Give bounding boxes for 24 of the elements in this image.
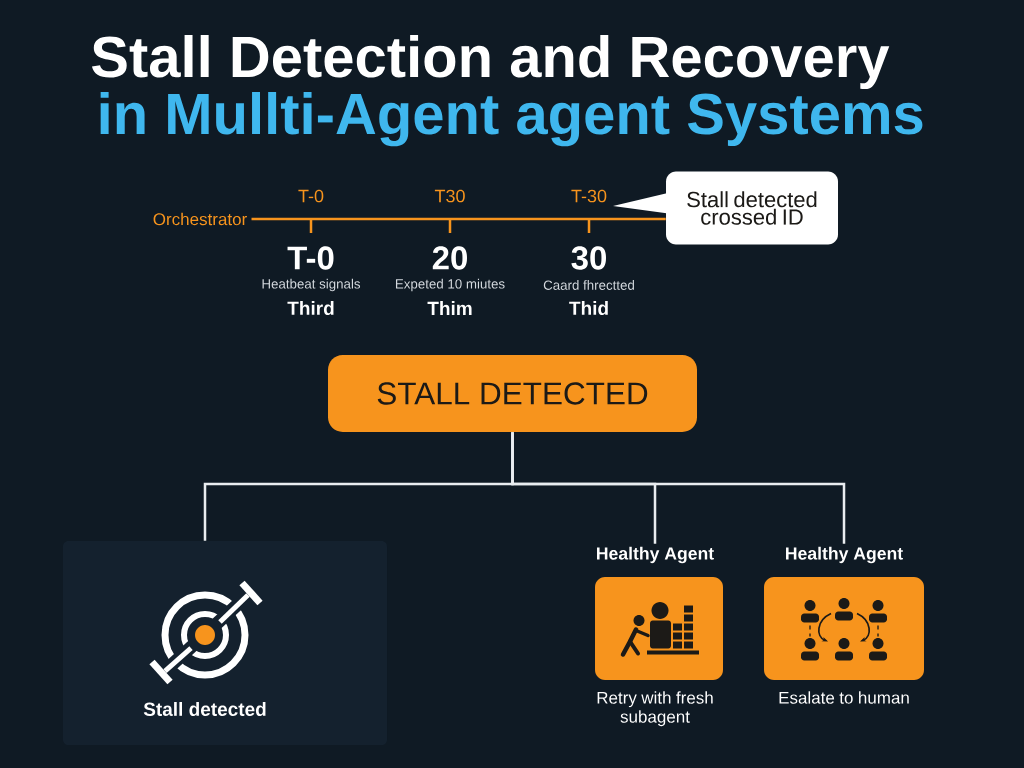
- event-status: Thim: [427, 301, 472, 315]
- status-panel: Stall detected: [63, 541, 387, 745]
- callout-bubble: Stall detected crossed ID: [613, 171, 838, 245]
- time-label: T30: [434, 189, 465, 203]
- event-description: Heatbeat signals: [262, 278, 361, 292]
- event-description: Caard fhrectted: [543, 280, 634, 290]
- time-label: T-0: [298, 189, 324, 203]
- time-value: 20: [432, 246, 467, 270]
- event-description: Expeted 10 miutes: [396, 278, 505, 292]
- time-value: T-0: [287, 246, 334, 270]
- card-heading: Healthy Agent: [786, 546, 903, 564]
- connector-line: [511, 432, 846, 544]
- timeline: [251, 217, 666, 221]
- time-label: T-30: [571, 189, 607, 203]
- title: Stall Detection and Recovery: [91, 34, 890, 90]
- card-caption: Esalate to human: [779, 691, 909, 704]
- event-status: Thid: [569, 301, 608, 315]
- time-value: 30: [571, 246, 606, 270]
- status-box: STALL DETECTED: [328, 355, 697, 432]
- timeline-label: Orchestrator: [153, 212, 247, 226]
- card-caption: Retry with fresh subagent: [597, 691, 713, 727]
- card-heading: Healthy Agent: [597, 546, 714, 564]
- subtitle: in Mullti-Agent agent Systems: [100, 91, 923, 147]
- event-status: Third: [287, 301, 334, 315]
